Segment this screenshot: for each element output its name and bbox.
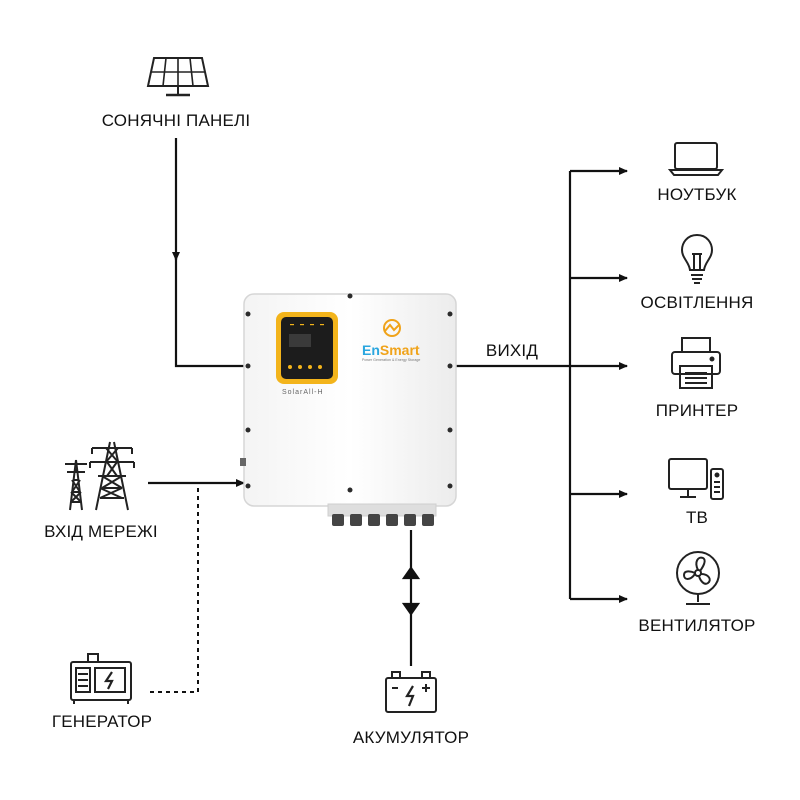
inverter bbox=[240, 293, 457, 526]
fan-icon bbox=[676, 551, 720, 605]
fan-label: ВЕНТИЛЯТОР bbox=[638, 616, 756, 635]
brand-smart: Smart bbox=[379, 342, 420, 358]
tv-label: ТВ bbox=[685, 508, 709, 527]
inverter-brand: EnSmart bbox=[362, 343, 420, 357]
generator-connection bbox=[150, 483, 199, 693]
solar-connection bbox=[172, 138, 246, 368]
laptop-label: НОУТБУК bbox=[657, 185, 737, 204]
printer-icon bbox=[671, 337, 721, 389]
inverter-tagline: Power Generation & Energy Storage bbox=[362, 358, 421, 362]
power-tower-icon bbox=[65, 441, 135, 511]
generator-label: ГЕНЕРАТОР bbox=[51, 712, 153, 731]
light-bulb-icon bbox=[680, 233, 714, 284]
output-connection bbox=[452, 167, 628, 603]
output-label: ВИХІД bbox=[485, 341, 539, 360]
grid-input-label: ВХІД МЕРЕЖІ bbox=[44, 522, 158, 541]
battery-icon bbox=[385, 671, 437, 713]
printer-label: ПРИНТЕР bbox=[655, 401, 739, 420]
laptop-icon bbox=[668, 142, 724, 176]
generator-icon bbox=[70, 653, 132, 704]
lighting-label: ОСВІТЛЕННЯ bbox=[640, 293, 754, 312]
solar-panel-icon bbox=[146, 57, 210, 97]
battery-label: АКУМУЛЯТОР bbox=[352, 728, 470, 747]
inverter-model: SolarAll-H bbox=[282, 389, 324, 396]
solar-panels-label: СОНЯЧНІ ПАНЕЛІ bbox=[101, 111, 251, 130]
battery-connection bbox=[401, 530, 421, 666]
tv-icon bbox=[668, 458, 724, 500]
brand-en: En bbox=[362, 342, 380, 358]
